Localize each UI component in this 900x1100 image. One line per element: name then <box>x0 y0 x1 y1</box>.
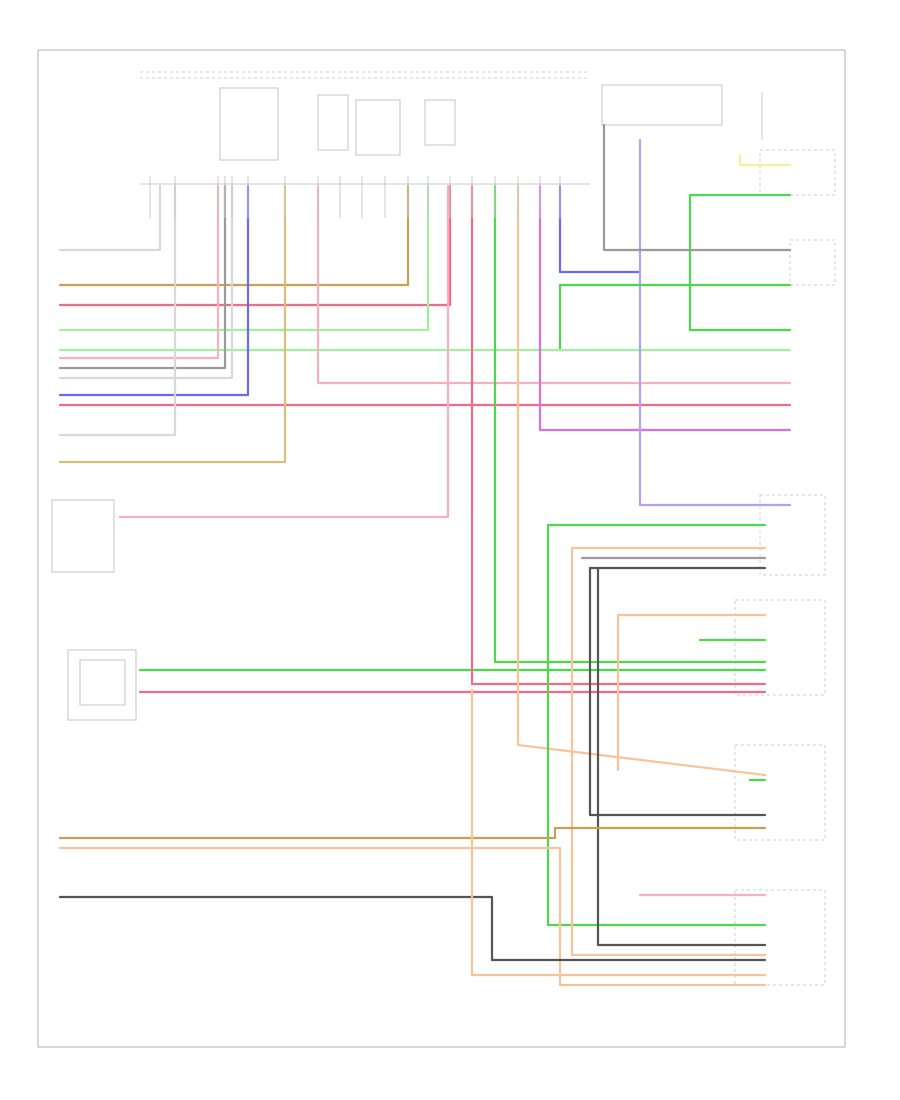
right-switch-6 <box>759 494 826 576</box>
right-switch-5 <box>734 889 826 986</box>
fuse-module-left <box>219 87 279 161</box>
wire-white-2 <box>58 184 162 252</box>
wire-black-3 <box>596 566 767 947</box>
wire-black-2 <box>588 566 767 817</box>
wire-yellow-1 <box>738 153 792 167</box>
upper-right-switch-box <box>601 84 723 126</box>
wire-violet-1 <box>538 184 792 432</box>
wire-orange-1 <box>516 184 767 777</box>
wire-green-2 <box>688 193 792 332</box>
wire-green-6 <box>493 184 767 664</box>
left-component-1 <box>51 499 115 573</box>
wire-blue-1 <box>58 184 250 397</box>
right-switch-4 <box>734 744 826 841</box>
wire-lavender-1 <box>638 138 792 507</box>
wire-orange-brown-2 <box>58 826 767 840</box>
wire-red-1 <box>58 184 452 307</box>
relay-module-c <box>424 99 456 146</box>
wire-gray-5 <box>602 123 792 252</box>
wire-yellow-brown-1 <box>58 184 287 464</box>
diagram-frame <box>37 49 846 1048</box>
wire-pink-3 <box>118 184 450 519</box>
wire-light-green-1 <box>58 184 430 332</box>
wire-orange-6 <box>58 846 767 987</box>
wire-green-8 <box>546 523 767 927</box>
wire-gray-1 <box>58 184 227 370</box>
right-switch-1 <box>759 149 836 196</box>
wire-pink-1 <box>58 184 220 360</box>
relay-module-a <box>317 94 349 151</box>
wires <box>58 123 792 987</box>
wire-blue-2 <box>558 184 642 274</box>
wire-gray-4 <box>58 895 767 962</box>
wire-orange-7 <box>470 688 767 977</box>
wire-red-4 <box>470 184 767 686</box>
wire-gray-2 <box>58 184 234 380</box>
right-switch-2 <box>789 239 836 286</box>
wire-pink-2 <box>316 184 792 385</box>
left-component-2-inner <box>79 659 126 706</box>
right-switch-3 <box>734 599 826 696</box>
relay-module-b <box>355 99 401 156</box>
left-component-2 <box>67 649 137 721</box>
wire-white-1 <box>58 184 177 437</box>
wire-orange-3 <box>570 546 767 957</box>
wire-orange-brown-1 <box>58 184 410 287</box>
